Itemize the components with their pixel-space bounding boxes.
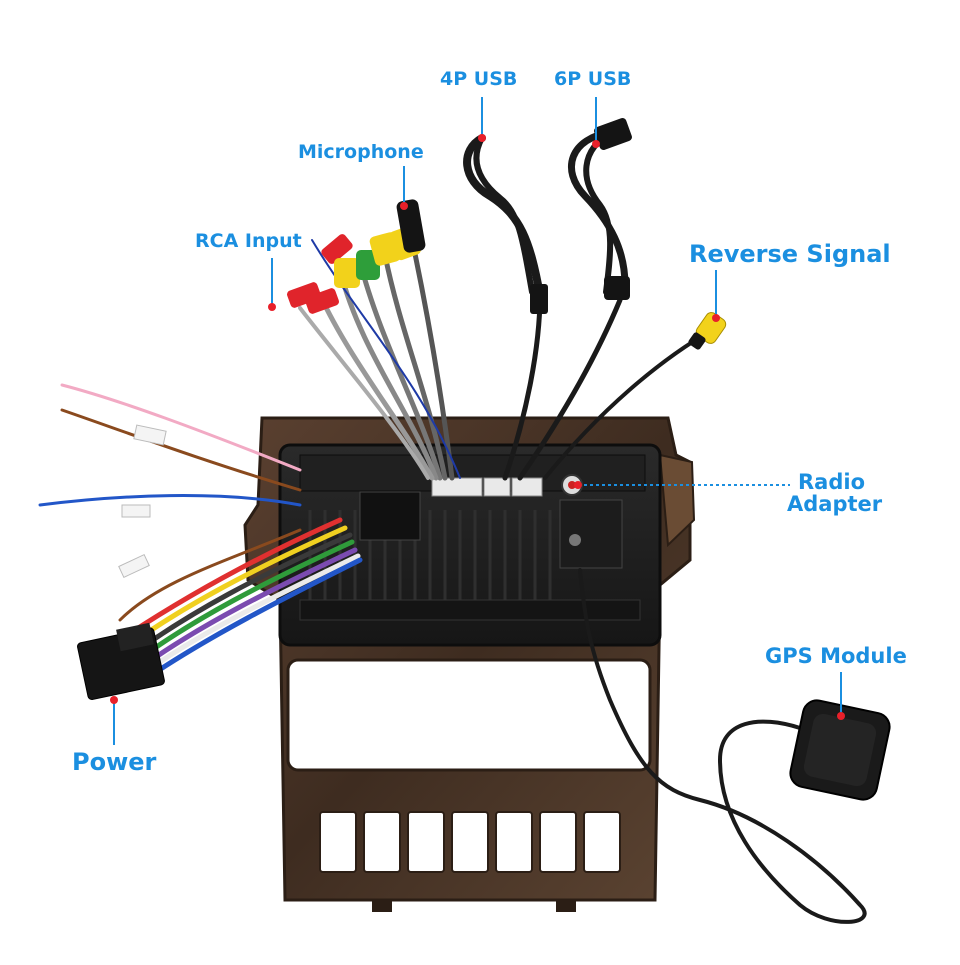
iso-socket [359,491,421,541]
label-reverse-signal: Reverse Signal [689,240,891,268]
usb4-marker [478,134,486,142]
leader-lines [113,97,842,745]
frame-opening [286,658,652,772]
gps-cable [578,568,867,924]
usb6-marker [592,140,600,148]
label-4p-usb: 4P USB [440,68,518,90]
power-connector [77,622,165,701]
label-radio-adapter-line2: Adapter [787,492,883,516]
rca-marker [268,303,276,311]
usb4-plug [530,284,548,314]
label-power: Power [72,748,157,776]
connector-block [511,477,543,497]
gps-marker [837,712,845,720]
usb4-cable [463,134,544,299]
gps-port-plate [559,499,623,569]
gps-socket [569,534,581,546]
microphone-jack [396,199,426,253]
usb6-plug [594,118,632,150]
head-unit-back [278,443,662,647]
label-rca-input: RCA Input [195,230,302,252]
usb6-cable [567,128,629,289]
usb6-plug-end [604,276,630,300]
power-marker [110,696,118,704]
label-gps-module: GPS Module [765,644,907,668]
gps-module [789,699,891,801]
label-microphone: Microphone [298,141,424,163]
label-radio-adapter-line1: Radio [798,470,865,494]
radio-marker [574,481,582,489]
reverse-rca [688,312,727,350]
label-6p-usb: 6P USB [554,68,632,90]
microphone-marker [400,202,408,210]
reverse-marker [712,314,720,322]
marker-dots [110,134,845,720]
connector-block [431,477,483,497]
rca-connectors [287,225,421,314]
frame-button-slots [319,811,621,873]
connector-block [483,477,511,497]
